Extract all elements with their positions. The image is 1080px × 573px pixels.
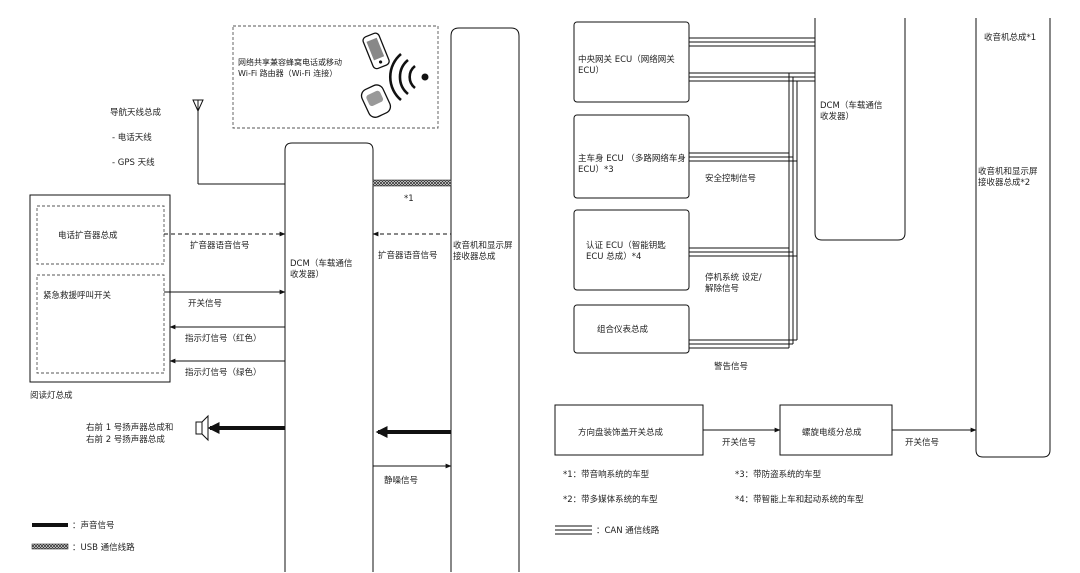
- wifi-device-box: 网络共享兼容蜂窝电话或移动 Wi-Fi 路由器（Wi-Fi 连接）: [232, 25, 439, 129]
- steering-switch-label: 方向盘装饰盖开关总成: [578, 427, 664, 438]
- speaker-line-2: 右前 2 号扬声器总成: [86, 434, 165, 445]
- smartphone-icon: [362, 32, 390, 70]
- warning-signal-label: 警告信号: [714, 361, 748, 372]
- radio-left-line-2: 接收器总成: [453, 251, 496, 262]
- radio-right-line-2: 接收器总成*2: [978, 177, 1030, 188]
- usb-note: *1: [404, 194, 414, 204]
- combination-meter-box: 组合仪表总成: [573, 304, 690, 354]
- wifi-box-line-2: Wi-Fi 路由器（Wi-Fi 连接）: [238, 68, 337, 78]
- security-signal-label: 安全控制信号: [705, 173, 756, 184]
- gateway-line-1: 中央网关 ECU（网络网关: [578, 54, 675, 65]
- wifi-box-line-1: 网络共享兼容蜂窝电话或移动: [238, 57, 342, 67]
- dcm-left-line-1: DCM（车载通信: [290, 258, 353, 269]
- note-1: *1：带音响系统的车型: [563, 469, 650, 480]
- radio-right-line-1: 收音机和显示屏: [978, 166, 1038, 177]
- amp-voice-label-1: 扩音器语音信号: [190, 240, 250, 251]
- steering-pad-switch-box: 方向盘装饰盖开关总成: [554, 404, 704, 456]
- note-3: *3：带防盗系统的车型: [735, 469, 822, 480]
- antenna-title: 导航天线总成: [110, 107, 162, 118]
- phone-amplifier-label: 电话扩音器总成: [58, 230, 118, 241]
- dcm-right-box: DCM（车载通信 收发器）: [814, 18, 906, 241]
- cert-ecu-line-2: ECU 总成）*4: [586, 251, 641, 262]
- mute-signal-label: 静噪信号: [384, 475, 418, 486]
- gateway-line-2: ECU）: [578, 65, 604, 76]
- spiral-cable-label: 螺旋电缆分总成: [802, 427, 862, 438]
- legend-can-line: [555, 525, 592, 535]
- radio-display-right-box: 收音机总成*1 收音机和显示屏 接收器总成*2: [975, 18, 1051, 458]
- dcm-left-line-2: 收发器）: [290, 269, 324, 280]
- antenna-item-phone: - 电话天线: [112, 132, 152, 143]
- mobile-router-icon: [360, 84, 392, 118]
- antenna-item-gps: - GPS 天线: [112, 157, 155, 168]
- radio-display-left-box: 收音机和显示屏 接收器总成: [450, 27, 520, 572]
- dcm-left-box: DCM（车载通信 收发器）: [284, 142, 374, 572]
- antenna-icon: [192, 99, 285, 185]
- radio-right-top: 收音机总成*1: [984, 32, 1036, 43]
- reading-lamp-label: 阅读灯总成: [30, 390, 73, 401]
- legend-sound-label: ：声音信号: [72, 520, 115, 531]
- switch-signal-label-1: 开关信号: [722, 437, 756, 448]
- spiral-cable-box: 螺旋电缆分总成: [779, 404, 893, 456]
- meter-label: 组合仪表总成: [597, 324, 649, 335]
- legend-can-label: ：CAN 通信线路: [596, 525, 660, 536]
- usb-line: [372, 179, 452, 187]
- certification-ecu-box: 认证 ECU（智能钥匙 ECU 总成）*4: [573, 209, 690, 291]
- cert-ecu-line-1: 认证 ECU（智能钥匙: [586, 240, 666, 251]
- switch-signal-label: 开关信号: [188, 298, 222, 309]
- reading-lamp-box: [29, 194, 171, 383]
- legend-usb-line: [31, 543, 69, 550]
- radio-left-line-1: 收音机和显示屏: [453, 240, 513, 251]
- legend-usb-label: ：USB 通信线路: [72, 542, 135, 553]
- body-ecu-line-2: ECU）*3: [578, 164, 614, 175]
- immobilizer-line-1: 停机系统 设定/: [705, 272, 762, 283]
- main-body-ecu-box: 主车身 ECU （多路网络车身 ECU）*3: [573, 114, 690, 199]
- phone-amplifier-box: 电话扩音器总成: [36, 205, 165, 265]
- wifi-signal-icon: [388, 53, 429, 101]
- switch-signal-label-2: 开关信号: [905, 437, 939, 448]
- dcm-right-line-1: DCM（车载通信: [820, 100, 883, 111]
- note-2: *2：带多媒体系统的车型: [563, 494, 658, 505]
- speaker-line-1: 右前 1 号扬声器总成和: [86, 422, 173, 433]
- speaker-icon: [195, 414, 209, 442]
- amp-voice-label-2: 扩音器语音信号: [378, 250, 438, 261]
- can-bus-lines: [689, 37, 815, 349]
- emergency-switch-box: 紧急救援呼叫开关: [36, 274, 165, 374]
- indicator-red-label: 指示灯信号（红色）: [185, 333, 262, 344]
- immobilizer-line-2: 解除信号: [705, 283, 739, 294]
- dcm-right-line-2: 收发器）: [820, 111, 854, 122]
- central-gateway-ecu-box: 中央网关 ECU（网络网关 ECU）: [573, 21, 690, 103]
- note-4: *4：带智能上车和起动系统的车型: [735, 494, 864, 505]
- body-ecu-line-1: 主车身 ECU （多路网络车身: [578, 153, 686, 164]
- emergency-switch-label: 紧急救援呼叫开关: [43, 290, 112, 301]
- indicator-green-label: 指示灯信号（绿色）: [185, 367, 262, 378]
